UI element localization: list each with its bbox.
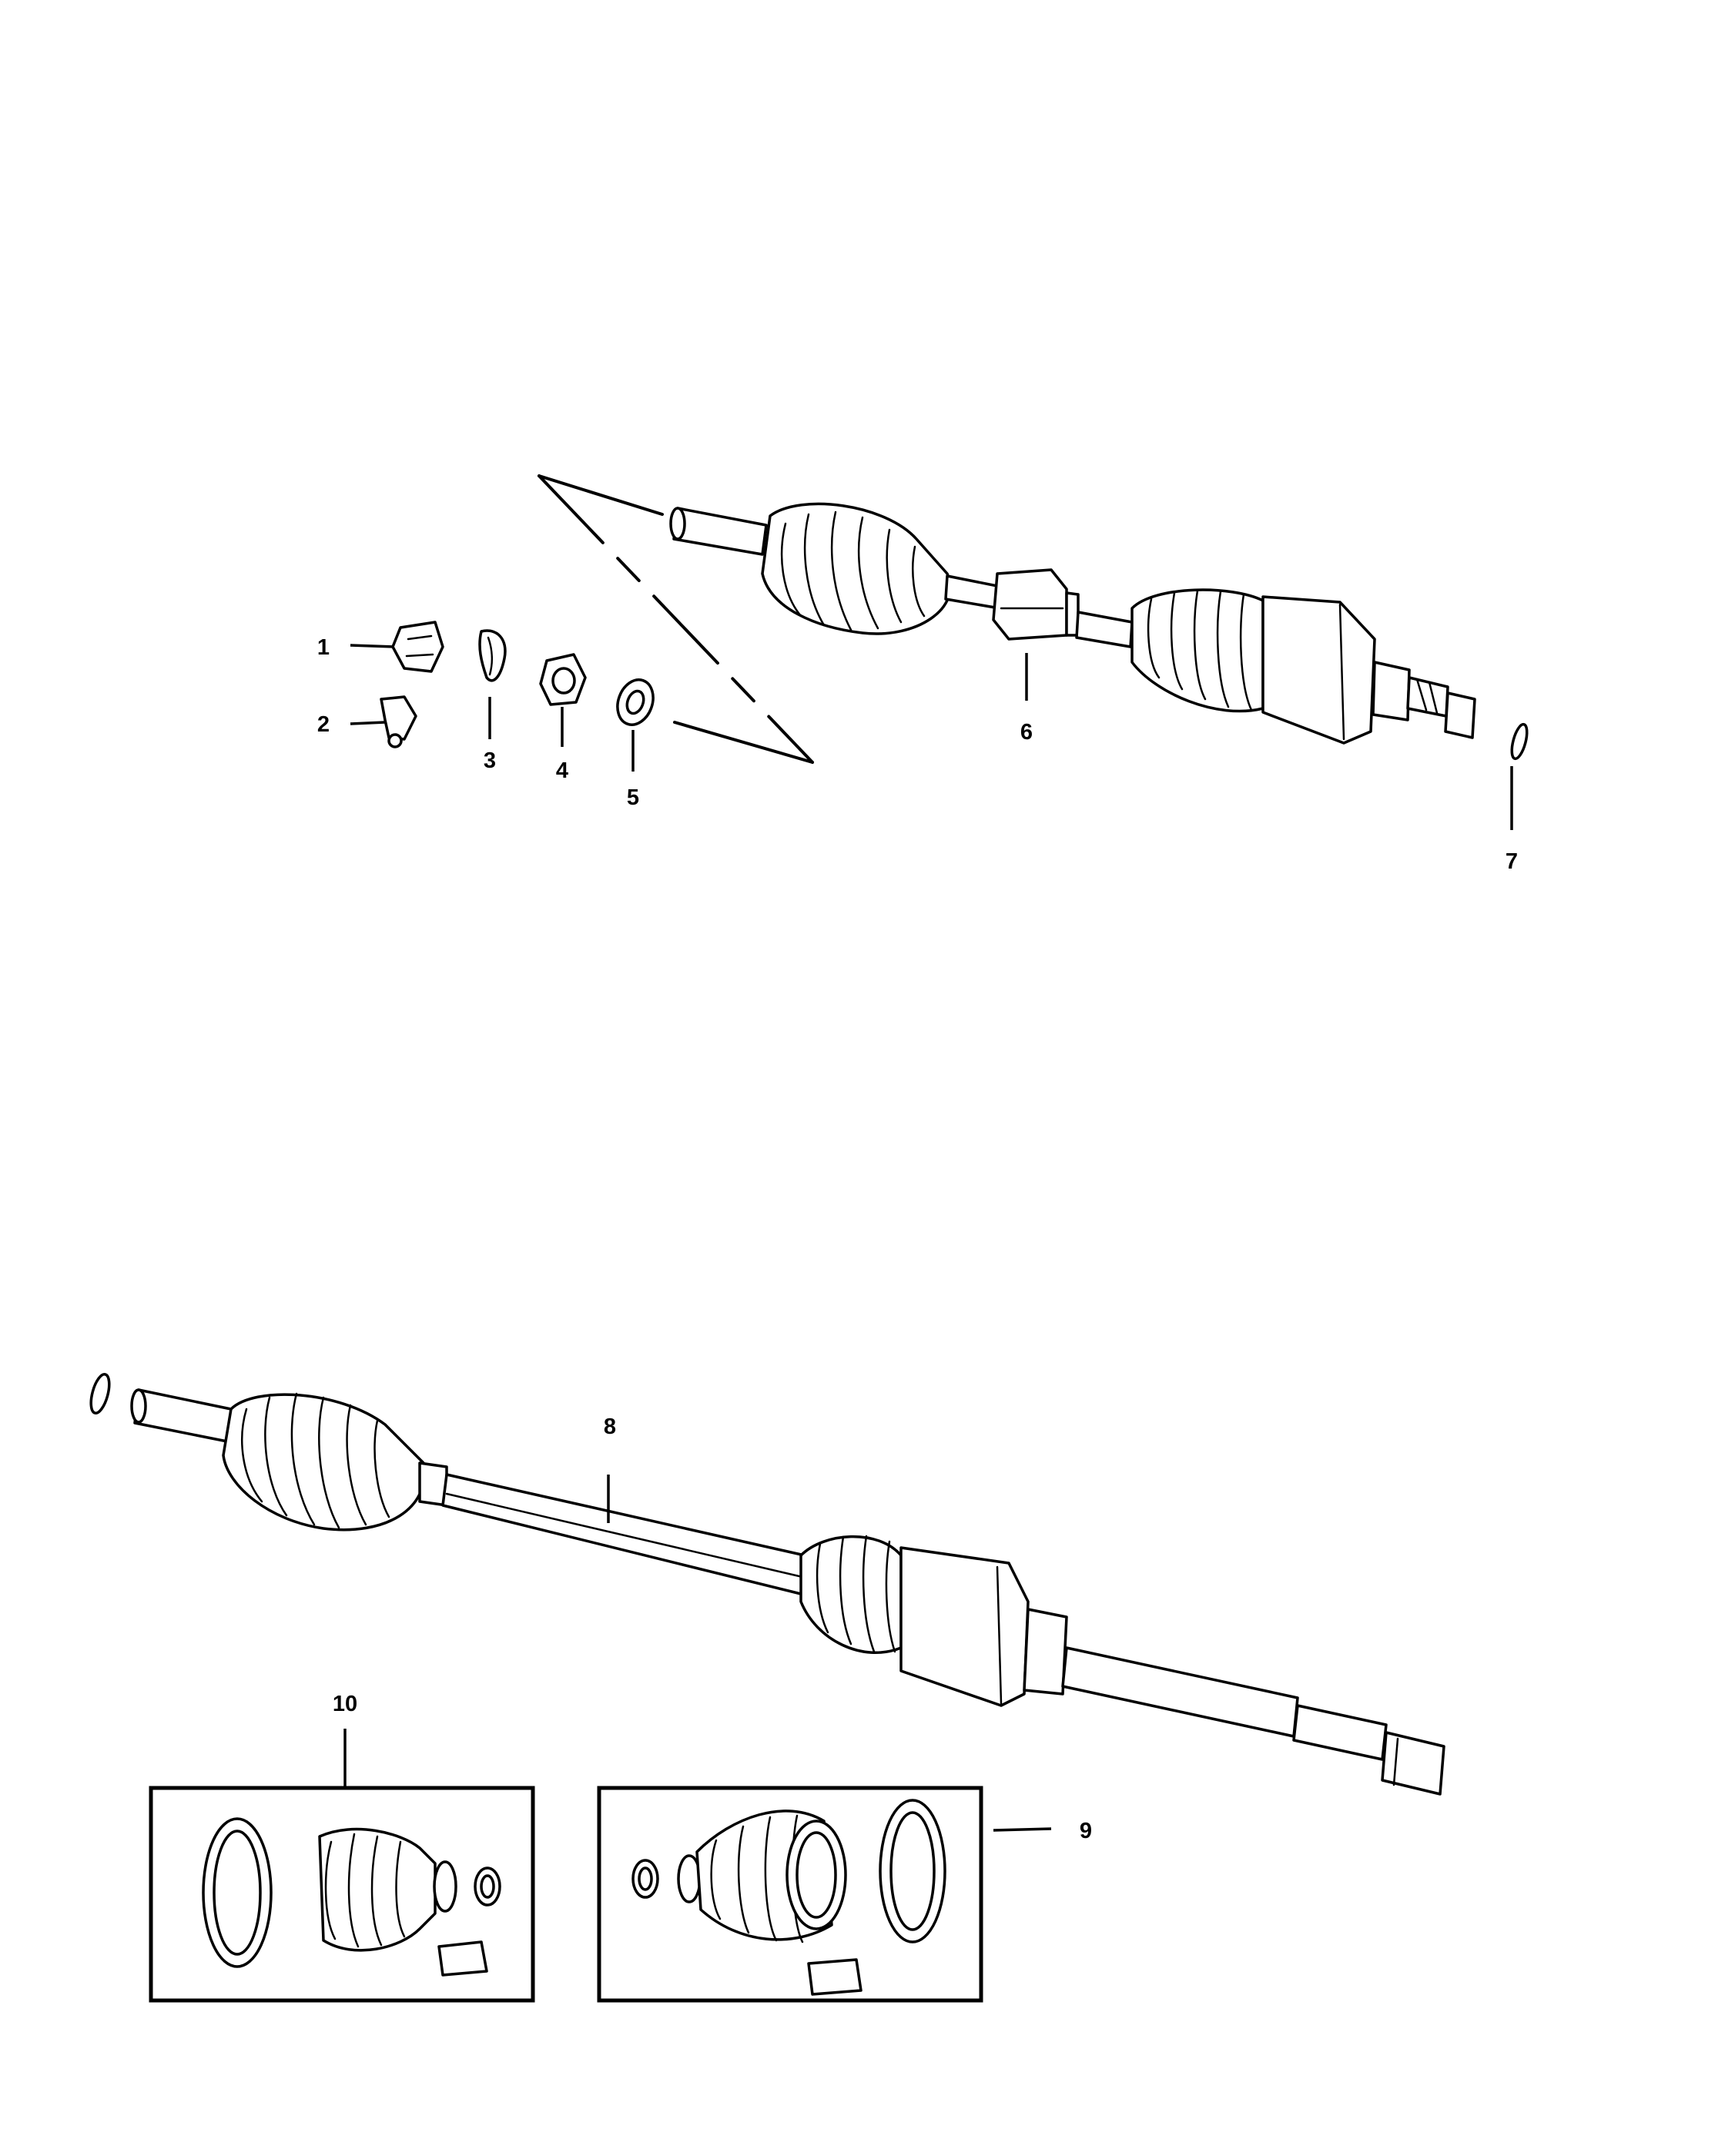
callout-7: 7 [1506, 849, 1518, 874]
front-axle-shaft-assembly [538, 474, 1476, 764]
boot-kit-10 [149, 1786, 535, 2003]
callout-5: 5 [627, 785, 639, 810]
callout-2: 2 [317, 712, 330, 737]
hex-nut [539, 653, 587, 747]
callout-6: 6 [1020, 720, 1033, 745]
callout-8: 8 [604, 1414, 616, 1439]
hub-nut-castle [350, 621, 444, 673]
callout-3: 3 [484, 748, 496, 773]
callout-9: 9 [1080, 1819, 1092, 1843]
callout-10: 10 [333, 1692, 357, 1716]
leader-9 [993, 1827, 1052, 1832]
boot-kit-9 [597, 1786, 983, 2003]
rear-axle-shaft-assembly [89, 1373, 1445, 1796]
cotter-pin [478, 629, 507, 739]
callout-1: 1 [317, 635, 330, 660]
callout-4: 4 [556, 758, 568, 783]
nut-retainer [350, 695, 417, 748]
washer [616, 678, 655, 772]
snap-ring-7 [1510, 722, 1529, 830]
